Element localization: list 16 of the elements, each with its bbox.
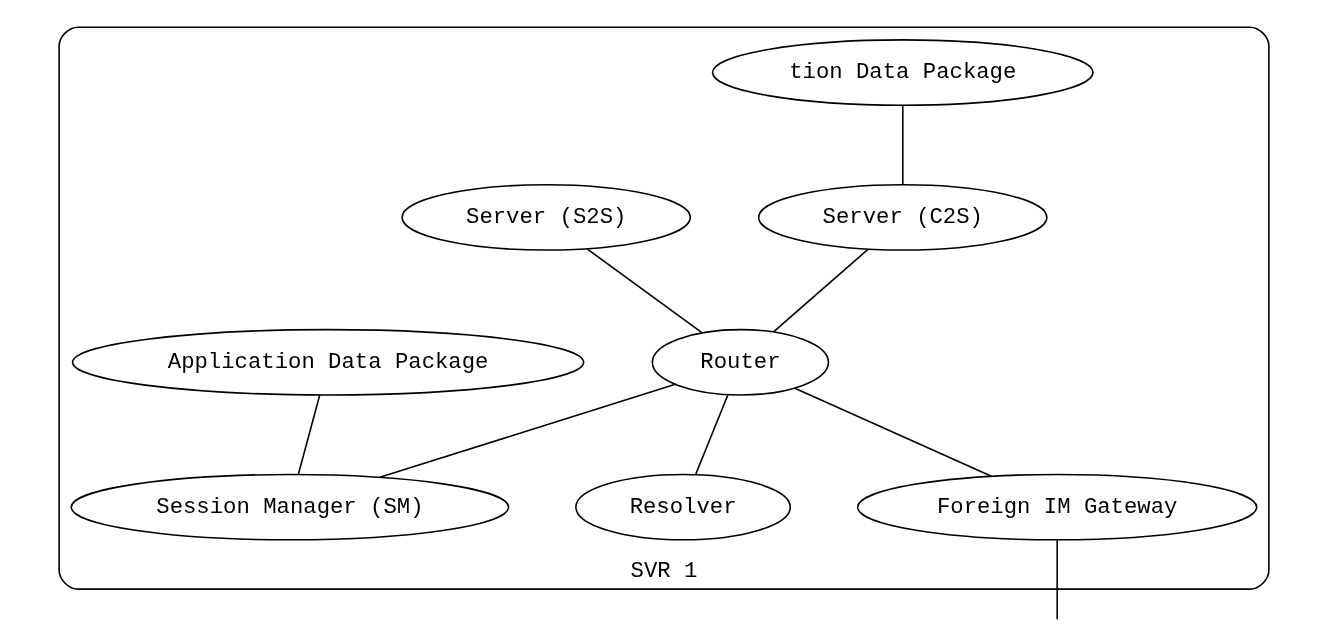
connector <box>794 387 993 477</box>
node-ellipse: Session Manager (SM) <box>70 473 510 541</box>
connector <box>694 393 729 476</box>
connector <box>902 104 904 186</box>
connector <box>1056 539 1058 621</box>
connector <box>586 248 703 334</box>
connector <box>297 394 321 475</box>
connector <box>379 383 677 479</box>
connector <box>772 248 869 333</box>
node-ellipse: Server (S2S) <box>401 184 692 251</box>
node-ellipse: Router <box>651 328 830 396</box>
node-ellipse: Application Data Package <box>71 328 585 396</box>
node-ellipse: Server (C2S) <box>757 184 1048 251</box>
node-ellipse: Resolver <box>575 473 792 541</box>
node-ellipse: Foreign IM Gateway <box>856 473 1258 541</box>
node-ellipse: tion Data Package <box>711 39 1094 106</box>
